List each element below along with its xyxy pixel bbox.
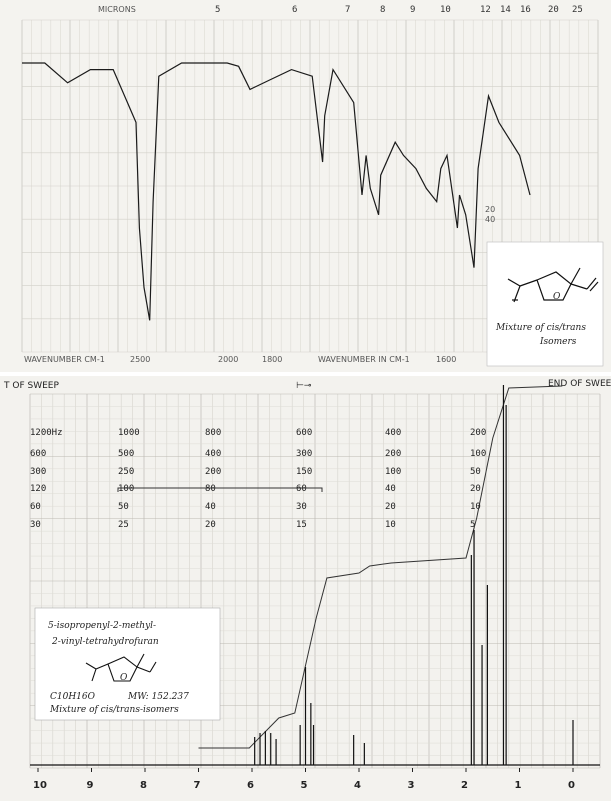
sweep-width-cell: 20 xyxy=(385,502,396,512)
sweep-width-cell: 200 xyxy=(470,428,486,438)
nmr-x-tick-label: 10 xyxy=(33,780,47,791)
integral-curve xyxy=(198,385,563,749)
ir-top-tick-label: 25 xyxy=(572,5,583,15)
molecular-weight: MW: 152.237 xyxy=(127,692,189,702)
ir-top-header: MICRONS xyxy=(98,5,136,14)
nmr-x-tick-label: 4 xyxy=(354,780,361,791)
sweep-width-cell: 400 xyxy=(385,428,401,438)
nmr-x-tick-label: 3 xyxy=(408,780,415,791)
nmr-x-tick-label: 0 xyxy=(568,780,575,791)
sweep-width-cell: 50 xyxy=(470,467,481,477)
sweep-width-cell: 400 xyxy=(205,449,221,459)
ir-percent-label: 40 xyxy=(485,215,495,224)
sweep-width-cell: 250 xyxy=(118,467,134,477)
ir-bottom-tick-label: 1600 xyxy=(436,355,456,364)
ir-annotation-line-1: Mixture of cis/trans xyxy=(495,323,586,333)
ir-spectrum-chart: 5 6 7 8 9 10 12 14 16 20 25 MICRONS WAVENUMBER CM-… xyxy=(21,5,604,367)
ir-top-tick-label: 16 xyxy=(520,5,531,15)
sweep-width-cell: 60 xyxy=(30,502,41,512)
nmr-x-tick-label: 5 xyxy=(301,780,308,791)
sweep-width-cell: 100 xyxy=(470,449,486,459)
ir-bottom-tick-label: 2500 xyxy=(130,355,150,364)
nmr-x-tick-label: 2 xyxy=(461,780,468,791)
sweep-width-cell: 100 xyxy=(118,484,134,494)
nmr-molecule-structure-icon xyxy=(85,653,157,682)
integral-bracket xyxy=(117,487,323,492)
ir-top-axis-ticks: 5 6 7 8 9 10 12 14 16 20 25 xyxy=(215,5,583,15)
nmr-x-tick-label: 9 xyxy=(87,780,94,791)
sweep-width-cell: 20 xyxy=(205,520,216,530)
nmr-sample-label: 5-isopropenyl-2-methyl- 2-vinyl-tetrahyd… xyxy=(34,607,221,721)
sweep-width-cell: 300 xyxy=(30,467,46,477)
sweep-width-cell: 200 xyxy=(205,467,221,477)
sweep-width-cell: 80 xyxy=(205,484,216,494)
isomer-note: Mixture of cis/trans-isomers xyxy=(49,705,179,715)
sweep-arrow-icon: ⊢⊸ xyxy=(296,381,311,391)
sweep-width-cell: 1200Hz xyxy=(30,428,63,438)
compound-name-line-1: 5-isopropenyl-2-methyl- xyxy=(48,621,156,631)
sweep-width-cell: 15 xyxy=(296,520,307,530)
ir-top-tick-label: 10 xyxy=(440,5,451,15)
sweep-width-cell: 120 xyxy=(30,484,46,494)
sweep-width-cell: 100 xyxy=(385,467,401,477)
sweep-width-cell: 30 xyxy=(296,502,307,512)
molecule-structure-icon xyxy=(507,267,599,303)
ir-bottom-tick-label: 1800 xyxy=(262,355,282,364)
ir-top-tick-label: 20 xyxy=(548,5,559,15)
ir-structure-annotation: O Mixture of cis/trans Isomers xyxy=(486,241,604,367)
nmr-grid xyxy=(29,393,601,769)
sweep-width-cell: 600 xyxy=(296,428,312,438)
sweep-width-cell: 300 xyxy=(296,449,312,459)
sweep-width-cell: 50 xyxy=(118,502,129,512)
sweep-width-cell: 40 xyxy=(385,484,396,494)
sweep-width-cell: 800 xyxy=(205,428,221,438)
ir-bottom-header-left: WAVENUMBER CM-1 xyxy=(24,355,105,364)
sweep-width-cell: 5 xyxy=(470,520,475,530)
sweep-width-cell: 10 xyxy=(470,502,481,512)
sweep-width-cell: 10 xyxy=(385,520,396,530)
ir-spectrum-trace xyxy=(22,62,531,321)
ir-percent-label: 20 xyxy=(485,205,495,214)
nmr-header-right: END OF SWEEP xyxy=(548,379,611,389)
ir-top-tick-label: 9 xyxy=(410,5,415,15)
sample-label-card xyxy=(34,607,221,721)
ir-bottom-tick-label: 2000 xyxy=(218,355,238,364)
sweep-width-cell: 150 xyxy=(296,467,312,477)
sweep-width-cell: 20 xyxy=(470,484,481,494)
sweep-width-cell: 200 xyxy=(385,449,401,459)
ir-top-tick-label: 5 xyxy=(215,5,220,15)
nmr-peaks xyxy=(254,385,574,765)
ir-top-tick-label: 12 xyxy=(480,5,491,15)
sweep-width-cell: 40 xyxy=(205,502,216,512)
sweep-width-cell: 25 xyxy=(118,520,129,530)
nmr-x-tick-label: 7 xyxy=(194,780,201,791)
ir-top-tick-label: 6 xyxy=(292,5,297,15)
sweep-width-cell: 600 xyxy=(30,449,46,459)
compound-name-line-2: 2-vinyl-tetrahydrofuran xyxy=(51,637,159,647)
ir-annotation-box xyxy=(486,241,604,367)
nmr-oxygen-atom-label: O xyxy=(120,673,128,683)
ir-bottom-header-right: WAVENUMBER IN CM-1 xyxy=(318,355,410,364)
nmr-x-tick-label: 6 xyxy=(247,780,254,791)
ir-grid xyxy=(21,19,599,353)
molecular-formula: C10H16O xyxy=(50,692,96,702)
sweep-width-cell: 60 xyxy=(296,484,307,494)
ir-top-tick-label: 8 xyxy=(380,5,385,15)
oxygen-atom-label: O xyxy=(553,292,561,302)
nmr-header-left: T OF SWEEP xyxy=(3,381,59,391)
ir-top-tick-label: 14 xyxy=(500,5,511,15)
ir-annotation-line-2: Isomers xyxy=(539,337,577,347)
ir-spectrum-panel: 5 6 7 8 9 10 12 14 16 20 25 MICRONS WAVENUMBER CM-… xyxy=(0,0,611,372)
sweep-width-cell: 500 xyxy=(118,449,134,459)
ir-top-tick-label: 7 xyxy=(345,5,350,15)
sweep-width-cell: 1000 xyxy=(118,428,140,438)
sweep-width-cell: 30 xyxy=(30,520,41,530)
sweep-width-table: 1200Hz 1000 800 600 400 200 600 500 400 300 200 100… xyxy=(30,428,486,530)
nmr-x-tick-label: 1 xyxy=(515,780,522,791)
nmr-x-tick-label: 8 xyxy=(140,780,147,791)
